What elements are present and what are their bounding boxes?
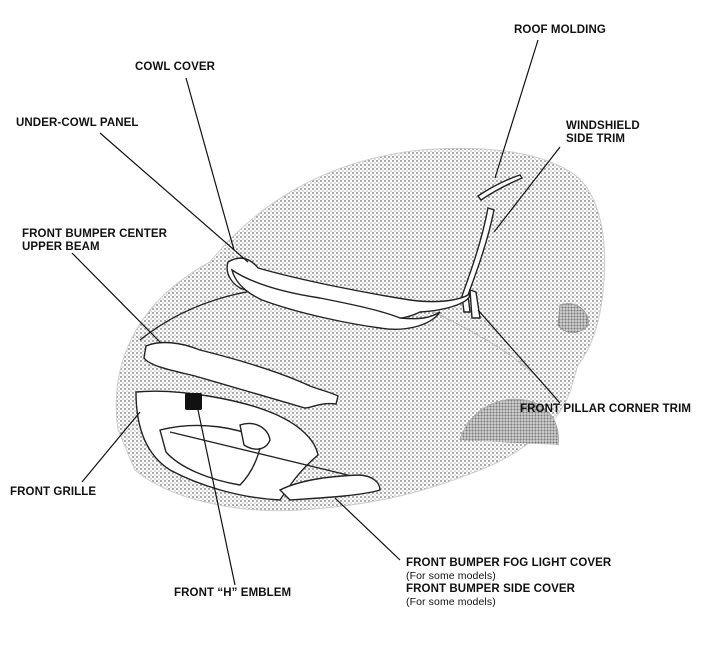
fog-light-cover-label-line1: FRONT BUMPER FOG LIGHT COVER bbox=[406, 557, 612, 569]
leader-front-bumper-center-upper-beam bbox=[71, 252, 161, 343]
leader-front-grille bbox=[81, 411, 141, 483]
front-pillar-corner-trim-label: FRONT PILLAR CORNER TRIM bbox=[520, 403, 692, 415]
leader-fog-light-cover bbox=[334, 497, 401, 561]
under-cowl-panel-label: UNDER-COWL PANEL bbox=[16, 117, 139, 129]
front-h-emblem-label: FRONT “H” EMBLEM bbox=[174, 587, 292, 599]
windshield-side-trim-label: WINDSHIELD SIDE TRIM bbox=[566, 120, 640, 146]
front-bumper-center-upper-beam-label: FRONT BUMPER CENTER UPPER BEAM bbox=[22, 228, 167, 254]
front-pillar-corner-trim-part bbox=[469, 289, 481, 319]
front-grille-part bbox=[135, 390, 361, 501]
leader-windshield-side-trim bbox=[493, 146, 561, 233]
roof-molding-label: ROOF MOLDING bbox=[514, 24, 606, 36]
front-bumper-center-upper-beam-label-line1: FRONT BUMPER CENTER bbox=[22, 228, 168, 240]
fog-light-cover-label: FRONT BUMPER FOG LIGHT COVER (For some m… bbox=[406, 557, 611, 609]
bumper-side-cover-label: FRONT BUMPER SIDE COVER bbox=[406, 583, 576, 595]
under-cowl-panel-part bbox=[230, 268, 441, 330]
fog-light-cover-note: (For some models) bbox=[406, 570, 496, 582]
windshield-side-trim-part bbox=[461, 207, 495, 313]
cowl-cover-label: COWL COVER bbox=[135, 61, 216, 73]
front-bumper-center-upper-beam-part bbox=[143, 341, 339, 409]
front-bumper-center-upper-beam-label-line2: UPPER BEAM bbox=[22, 241, 100, 253]
front-grille-label: FRONT GRILLE bbox=[10, 486, 97, 498]
leader-roof-molding bbox=[494, 39, 539, 179]
windshield-side-trim-label-line1: WINDSHIELD bbox=[566, 120, 640, 132]
leader-under-cowl-panel bbox=[99, 132, 249, 263]
bumper-side-cover-note: (For some models) bbox=[406, 596, 496, 608]
leader-lines bbox=[71, 39, 561, 586]
leader-cowl-cover bbox=[185, 77, 235, 251]
front-h-emblem-part bbox=[185, 393, 202, 410]
fog-light-cover-part bbox=[278, 474, 381, 501]
leader-front-pillar-corner-trim bbox=[477, 309, 561, 404]
windshield-side-trim-label-line2: SIDE TRIM bbox=[566, 133, 626, 145]
leader-front-h-emblem bbox=[197, 409, 236, 586]
roof-molding-part bbox=[476, 174, 524, 201]
